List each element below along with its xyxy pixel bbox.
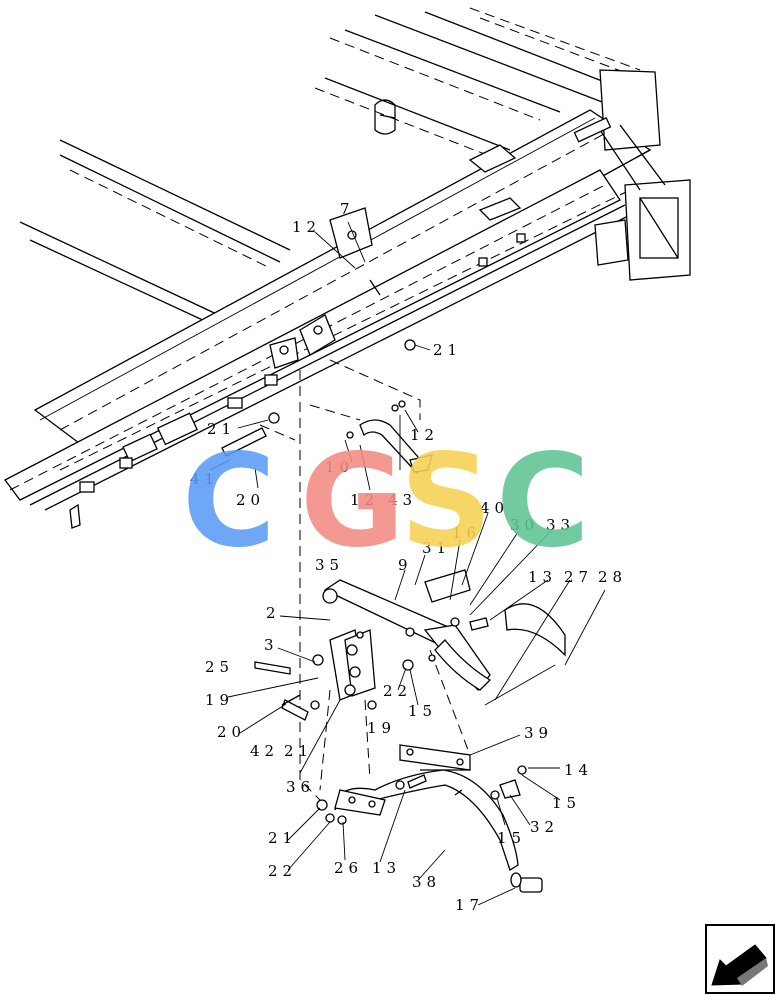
pin-41: [221, 339, 416, 457]
watermark: C G S C: [182, 427, 590, 576]
callout-16: 16: [452, 524, 481, 542]
callout-30: 30: [510, 516, 539, 534]
callout-21a: 21: [433, 341, 462, 359]
skid-28: [434, 603, 566, 691]
link-39: [399, 744, 471, 771]
callout-12a: 12: [292, 218, 321, 236]
callout-17: 17: [455, 896, 484, 914]
callout-32: 32: [530, 818, 559, 836]
callout-35: 35: [315, 556, 344, 574]
callout-12b: 12: [410, 426, 439, 444]
callout-28: 28: [598, 568, 627, 586]
callout-20a: 20: [236, 491, 265, 509]
plate-36: [310, 629, 414, 710]
callout-21d: 21: [268, 829, 297, 847]
watermark-letter-2: G: [300, 427, 405, 576]
callout-40: 40: [480, 499, 509, 517]
callout-22b: 22: [268, 862, 297, 880]
watermark-letter-4: C: [496, 427, 590, 576]
callout-15b: 15: [552, 794, 581, 812]
callout-15c: 15: [497, 829, 526, 847]
callout-22a: 22: [383, 682, 412, 700]
watermark-letter-3: S: [400, 427, 492, 576]
callout-21c: 21: [284, 742, 313, 760]
callout-38: 38: [412, 873, 441, 891]
callout-36: 36: [286, 778, 315, 796]
callout-42: 42: [250, 742, 279, 760]
callout-41: 41: [190, 470, 219, 488]
tube-38: [334, 769, 543, 893]
lower-hardware: [316, 765, 527, 825]
callout-20b: 20: [217, 723, 246, 741]
callout-13a: 13: [528, 568, 557, 586]
callout-27: 27: [564, 568, 593, 586]
callout-7: 7: [340, 200, 355, 218]
callout-39: 39: [524, 724, 553, 742]
callout-13b: 13: [372, 859, 401, 877]
lever-43: [346, 400, 433, 474]
callout-10: 10: [325, 458, 354, 476]
callout-2: 2: [266, 604, 281, 622]
callouts: 12 7 21 21 12 10 12 43 41 20 40 16 30 33…: [190, 200, 627, 914]
callout-25: 25: [205, 658, 234, 676]
callout-26: 26: [334, 859, 363, 877]
watermark-letter-1: C: [182, 427, 276, 576]
callout-33: 33: [546, 516, 575, 534]
callout-14: 14: [564, 761, 593, 779]
callout-9: 9: [398, 556, 413, 574]
callout-31: 31: [422, 539, 451, 557]
callout-19b: 19: [367, 719, 396, 737]
bolts: [254, 617, 489, 721]
callout-43: 43: [388, 491, 417, 509]
callout-3: 3: [264, 636, 279, 654]
frame-structure: [4, 7, 691, 529]
assembly-lines: [259, 359, 471, 801]
callout-12c: 12: [350, 491, 379, 509]
callout-19a: 19: [205, 691, 234, 709]
arrow-left-down-icon[interactable]: [705, 924, 775, 994]
callout-15a: 15: [408, 702, 437, 720]
callout-21b: 21: [207, 420, 236, 438]
